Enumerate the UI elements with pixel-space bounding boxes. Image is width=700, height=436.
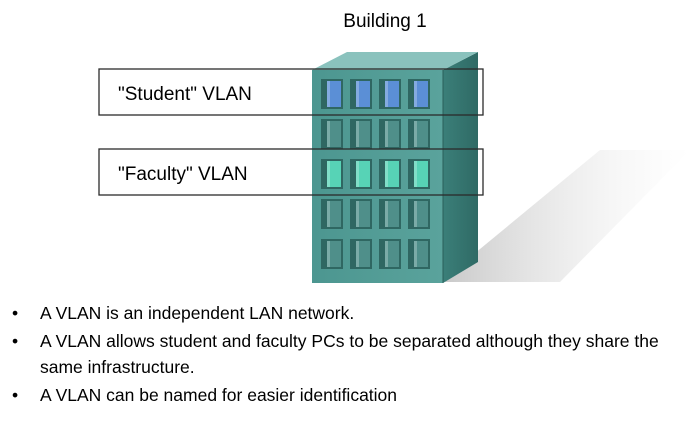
window-highlight [356, 161, 359, 187]
building-top [312, 52, 478, 70]
building-side [443, 52, 478, 283]
bullet-text: A VLAN can be named for easier identific… [40, 385, 398, 405]
vlan-building-diagram: Building 1 "Student" VLAN "Faculty" VLAN [98, 11, 690, 283]
window [414, 201, 428, 227]
student-vlan-window [327, 81, 341, 107]
window-highlight [414, 201, 417, 227]
window-highlight [385, 81, 388, 107]
window-highlight [327, 81, 330, 107]
window-highlight [327, 201, 330, 227]
student-vlan-frame [98, 68, 484, 116]
window-highlight [385, 201, 388, 227]
window-highlight [356, 201, 359, 227]
faculty-vlan-window [327, 161, 341, 187]
window [327, 201, 341, 227]
bullet-mark: • [12, 303, 19, 323]
window [327, 121, 341, 147]
window-highlight [356, 121, 359, 147]
bullet-mark: • [12, 331, 19, 351]
window-highlight [385, 121, 388, 147]
window [356, 241, 370, 267]
faculty-vlan-window [356, 161, 370, 187]
faculty-vlan-label: "Faculty" VLAN [118, 164, 248, 185]
faculty-vlan-frame [98, 148, 484, 196]
building-illustration [98, 52, 690, 283]
window-highlight [414, 81, 417, 107]
window-highlight [385, 241, 388, 267]
building-title: Building 1 [343, 11, 427, 32]
student-vlan-window [414, 81, 428, 107]
window [385, 241, 399, 267]
faculty-vlan-window [385, 161, 399, 187]
building-windows [321, 79, 430, 269]
building-shadow [440, 150, 690, 282]
faculty-vlan-window [414, 161, 428, 187]
window [414, 241, 428, 267]
bullet-list: • A VLAN is an independent LAN network. … [0, 300, 700, 410]
window-highlight [385, 161, 388, 187]
student-vlan-window [385, 81, 399, 107]
window [356, 121, 370, 147]
window [414, 121, 428, 147]
bullet-item: • A VLAN is an independent LAN network. [0, 300, 700, 326]
window-highlight [356, 81, 359, 107]
window [327, 241, 341, 267]
window-highlight [356, 241, 359, 267]
bullet-text: A VLAN is an independent LAN network. [40, 303, 355, 323]
bullet-text: A VLAN allows student and faculty PCs to… [40, 331, 659, 377]
window-highlight [414, 161, 417, 187]
window-highlight [327, 121, 330, 147]
window-highlight [414, 241, 417, 267]
window-highlight [327, 241, 330, 267]
window-highlight [414, 121, 417, 147]
student-vlan-label: "Student" VLAN [118, 84, 252, 105]
window-highlight [327, 161, 330, 187]
student-vlan-window [356, 81, 370, 107]
bullet-mark: • [12, 385, 19, 405]
bullet-item: • A VLAN allows student and faculty PCs … [0, 328, 700, 380]
window [356, 201, 370, 227]
window [385, 201, 399, 227]
window [385, 121, 399, 147]
bullet-item: • A VLAN can be named for easier identif… [0, 382, 700, 408]
